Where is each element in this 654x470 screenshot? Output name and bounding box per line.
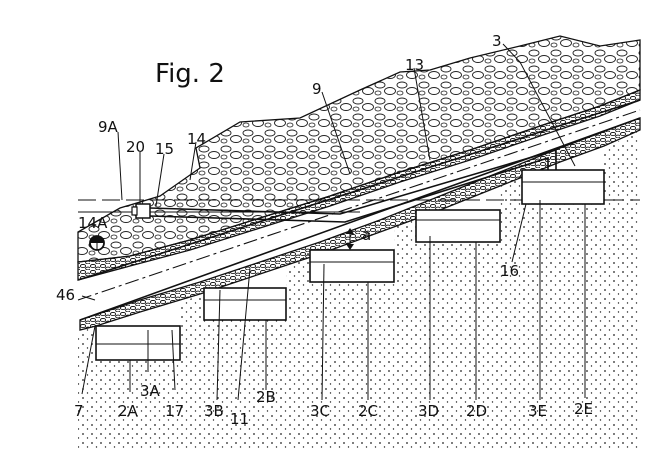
ground-soil [78, 128, 640, 450]
figure-title: Fig. 2 [155, 59, 225, 89]
label-2C: 2C [358, 402, 378, 420]
label-16: 16 [500, 262, 519, 280]
label-3E: 3E [528, 402, 547, 420]
label-2E: 2E [574, 400, 593, 418]
label-2A: 2A [118, 402, 139, 420]
chamber-2B [203, 287, 287, 321]
label-13: 13 [405, 56, 424, 74]
label-9A: 9A [98, 118, 119, 136]
chamber-2D [415, 209, 501, 243]
label-14A: 14A [78, 214, 108, 232]
label-15: 15 [155, 140, 174, 158]
label-7: 7 [74, 402, 84, 420]
label-2D: 2D [466, 402, 487, 420]
label-3A: 3A [140, 382, 161, 400]
leader-lines [81, 43, 586, 401]
label-3: 3 [492, 32, 502, 50]
label-2B: 2B [256, 388, 276, 406]
label-17: 17 [165, 402, 184, 420]
chamber-2A [95, 325, 181, 361]
chamber-2C [309, 249, 395, 283]
label-20: 20 [126, 138, 145, 156]
label-14: 14 [187, 130, 206, 148]
chamber-2E [521, 169, 605, 205]
label-3B: 3B [204, 402, 224, 420]
label-11: 11 [230, 410, 249, 428]
label-a: a [362, 226, 371, 244]
gravel-layer-11 [79, 117, 641, 331]
label-3C: 3C [310, 402, 330, 420]
label-3D: 3D [418, 402, 439, 420]
label-9: 9 [312, 80, 322, 98]
label-46: 46 [56, 286, 75, 304]
valve-20 [135, 203, 151, 219]
